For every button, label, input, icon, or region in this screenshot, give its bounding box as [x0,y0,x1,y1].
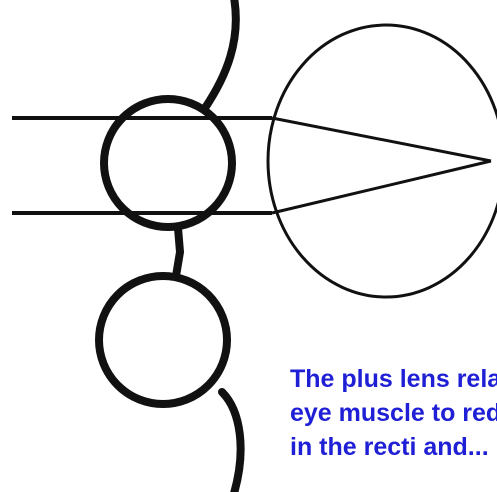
upper-temple-arm [205,0,236,108]
eyeball [268,25,497,297]
caption-line-2: eye muscle to reduce strain [290,396,497,430]
caption-line-1: The plus lens relaxes the [290,362,497,396]
upper-converging-ray [272,118,491,161]
lens-bridge [176,228,180,276]
lower-converging-ray [272,161,491,213]
caption: The plus lens relaxes the eye muscle to … [290,362,497,464]
caption-line-3: in the recti and... [290,430,497,464]
lower-lens [99,276,227,404]
lower-temple-arm [222,392,241,492]
